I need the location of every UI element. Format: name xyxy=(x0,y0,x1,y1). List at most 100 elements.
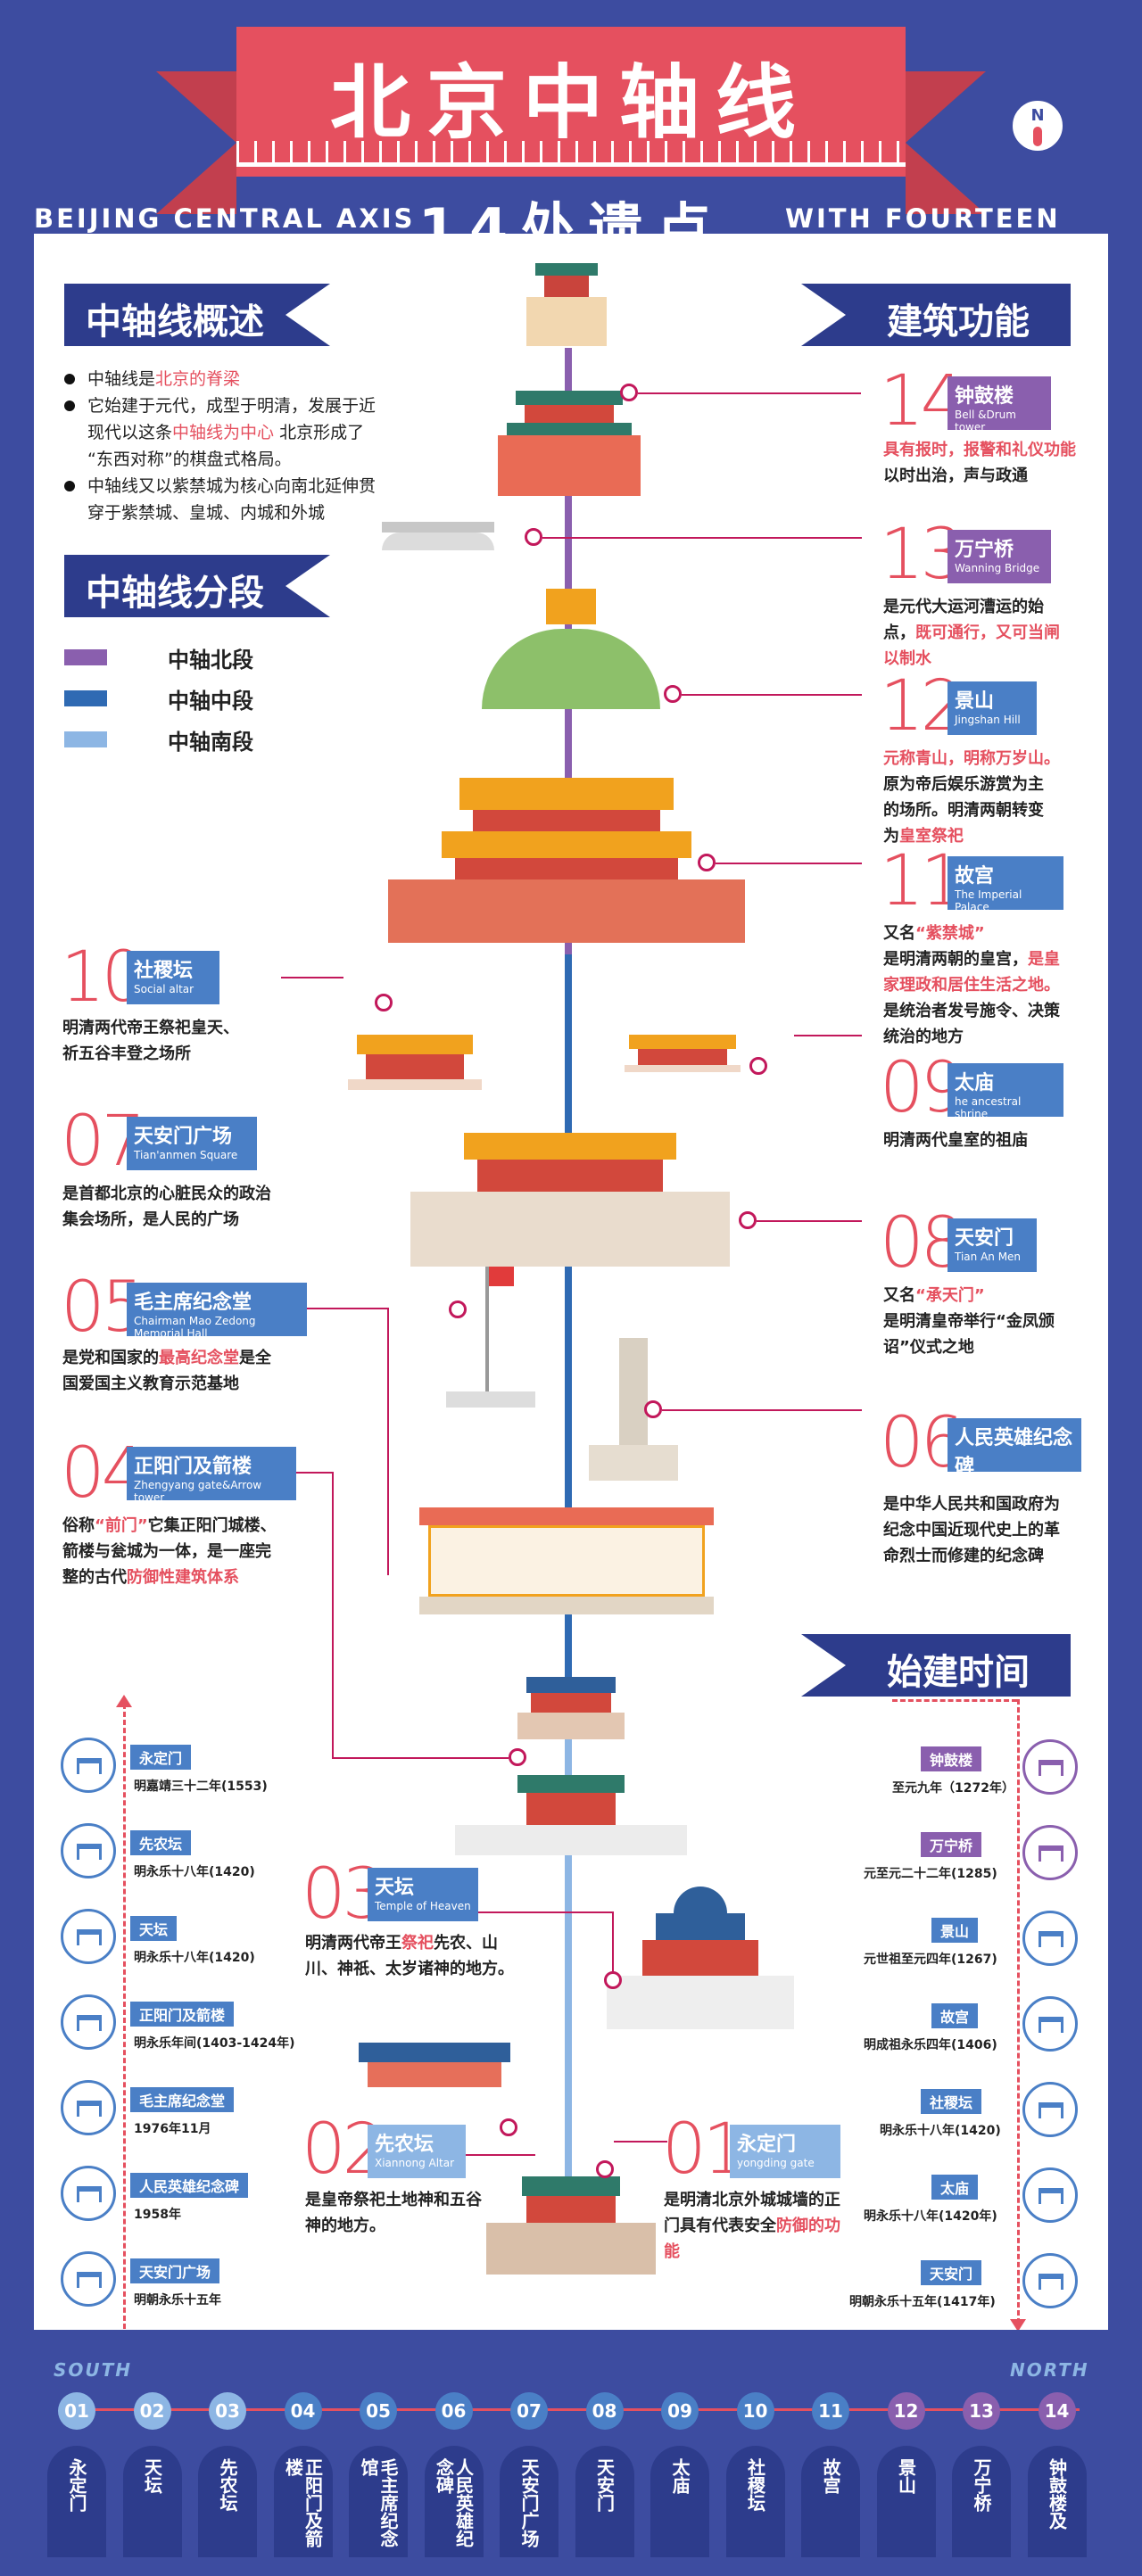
timeline-right-date: 元世祖至元四年(1267) xyxy=(864,1953,997,1967)
relic-12-desc: 元称青山，明称万岁山。 原为帝后娱乐游赏为主 的场所。明清两朝转变 为皇室祭祀 xyxy=(883,749,1060,846)
marker-14 xyxy=(620,384,638,401)
leader-03 xyxy=(478,1911,612,1913)
strip-number: 03 xyxy=(209,2392,246,2430)
marker-12 xyxy=(664,685,682,703)
timeline-right-date: 明永乐十八年(1420年) xyxy=(864,2209,997,2224)
wanning-bridge-illustration xyxy=(382,522,494,550)
main-title: 北京中轴线 xyxy=(330,56,812,150)
relic-11-desc: 又名“紫禁城” 是明清两朝的皇宫，是皇 家理政和居住生活之地。 是统治者发号施令… xyxy=(883,924,1060,1046)
south-label: SOUTH xyxy=(54,2359,133,2381)
strip-number: 07 xyxy=(510,2392,548,2430)
overview-line: 它始建于元代，成型于明清，发展于近 xyxy=(64,392,492,419)
segment-middle-label: 中轴中段 xyxy=(168,689,253,714)
marker-02 xyxy=(500,2118,517,2136)
relic-08-desc: 又名“承天门” 是明清皇帝举行“金凤颁 诏”仪式之地 xyxy=(883,1286,1055,1357)
strip-label: 景山 xyxy=(895,2458,917,2494)
strip-label: 永定门 xyxy=(66,2458,87,2512)
social-altar-illustration xyxy=(348,1035,482,1090)
relic-06-desc: 是中华人民共和国政府为 纪念中国近现代史上的革 命烈士而修建的纪念碑 xyxy=(883,1495,1060,1565)
tiananmen-illustration xyxy=(410,1133,730,1267)
strip-number: 05 xyxy=(360,2392,397,2430)
strip-number: 02 xyxy=(133,2392,171,2430)
timeline-left-name: 永定门 xyxy=(130,1745,192,1770)
overview-line: 中轴线又以紫禁城为核心向南北延伸贯 xyxy=(64,473,492,500)
strip-label-box: 万宁桥 xyxy=(952,2446,1011,2557)
time-header-tail xyxy=(801,1634,846,1697)
leader-06 xyxy=(662,1409,862,1411)
strip-label-box: 钟鼓楼及 xyxy=(1027,2446,1087,2557)
timeline-right-name: 万宁桥 xyxy=(921,1832,982,1857)
timeline-left-name: 天安门广场 xyxy=(130,2258,220,2283)
leader-10 xyxy=(281,977,343,978)
timeline-right-name: 太庙 xyxy=(931,2175,979,2200)
leader-01 xyxy=(614,2141,667,2143)
timeline-right-date: 明成祖永乐四年(1406) xyxy=(864,2038,997,2052)
bottom-strip xyxy=(34,2330,1108,2544)
strip-label-box: 天安门广场 xyxy=(500,2446,559,2557)
timeline-left-date: 明永乐十八年(1420) xyxy=(134,1951,255,1965)
relic-07-desc: 是首都北京的心脏民众的政治 集会场所，是人民的广场 xyxy=(62,1185,271,1229)
strip-number: 09 xyxy=(661,2392,699,2430)
yongding-gate-illustration xyxy=(486,2176,656,2275)
relic-01-desc: 是明清北京外城城墙的正 门具有代表安全防御的功 能 xyxy=(664,2191,840,2261)
timeline-left-name: 先农坛 xyxy=(130,1830,192,1855)
strip-label: 太庙 xyxy=(669,2458,691,2494)
relic-14-desc: 具有报时，报警和礼仪功能 以时出治，声与政通 xyxy=(883,441,1076,485)
temple-of-heaven-icon xyxy=(61,1909,116,1964)
ancestral-shrine-illustration xyxy=(625,1035,741,1072)
timeline-left-date: 明永乐十八年(1420) xyxy=(134,1865,255,1879)
segment-north-swatch xyxy=(64,649,107,665)
relic-05-desc: 是党和国家的最高纪念堂是全 国爱国主义教育示范基地 xyxy=(62,1349,271,1393)
palace-icon xyxy=(1022,1996,1078,2052)
axis-south xyxy=(565,1713,572,2212)
zhengyang-gate-icon xyxy=(61,1994,116,2050)
shrine-icon xyxy=(1022,2167,1078,2223)
overview-header: 中轴线概述 xyxy=(64,284,286,346)
arrow-up-icon xyxy=(116,1695,132,1707)
timeline-left-date: 1958年 xyxy=(134,2208,181,2222)
segments-title: 中轴线分段 xyxy=(86,573,264,614)
compass-icon: N xyxy=(1010,98,1065,153)
strip-label-box: 正阳门及箭楼 xyxy=(273,2446,333,2557)
timeline-frame-top xyxy=(892,1699,1017,1702)
timeline-right-date: 元至元二十二年(1285) xyxy=(864,1867,997,1881)
strip-number: 01 xyxy=(58,2392,95,2430)
compass-needle xyxy=(1033,127,1042,146)
timeline-right-name: 故宫 xyxy=(931,2003,979,2028)
banner-ribbon-right xyxy=(906,27,986,214)
leader-03-v xyxy=(612,1911,614,1974)
strip-number: 14 xyxy=(1038,2392,1076,2430)
function-header-tail xyxy=(801,284,846,346)
function-header: 建筑功能 xyxy=(846,284,1071,346)
overview-header-tail xyxy=(286,284,330,346)
strip-label: 人民英雄纪念碑 xyxy=(433,2458,475,2547)
timeline-right-name: 钟鼓楼 xyxy=(921,1746,982,1771)
marker-08 xyxy=(739,1211,757,1229)
relic-13-desc: 是元代大运河漕运的始 点，既可通行，又可当闸 以制水 xyxy=(883,598,1060,668)
marker-06 xyxy=(644,1400,662,1418)
memorial-hall-illustration xyxy=(419,1507,714,1614)
segments-header: 中轴线分段 xyxy=(64,555,286,617)
strip-label: 万宁桥 xyxy=(971,2458,992,2512)
strip-label: 钟鼓楼及 xyxy=(1046,2458,1068,2530)
marker-11 xyxy=(698,854,716,871)
imperial-palace-illustration xyxy=(388,778,745,943)
strip-label-box: 景山 xyxy=(876,2446,936,2557)
strip-label-box: 先农坛 xyxy=(198,2446,257,2557)
segment-south-swatch xyxy=(64,731,107,747)
ruler-ticks xyxy=(236,141,906,166)
relic-04-desc: 俗称“前门”它集正阳门城楼、 箭楼与瓮城为一体，是一座完 整的古代防御性建筑体系 xyxy=(62,1516,277,1587)
strip-number: 06 xyxy=(434,2392,473,2430)
strip-number: 11 xyxy=(812,2392,849,2430)
monument-icon xyxy=(61,2166,116,2221)
leader-04-v xyxy=(332,1472,334,1757)
time-header: 始建时间 xyxy=(846,1634,1071,1697)
